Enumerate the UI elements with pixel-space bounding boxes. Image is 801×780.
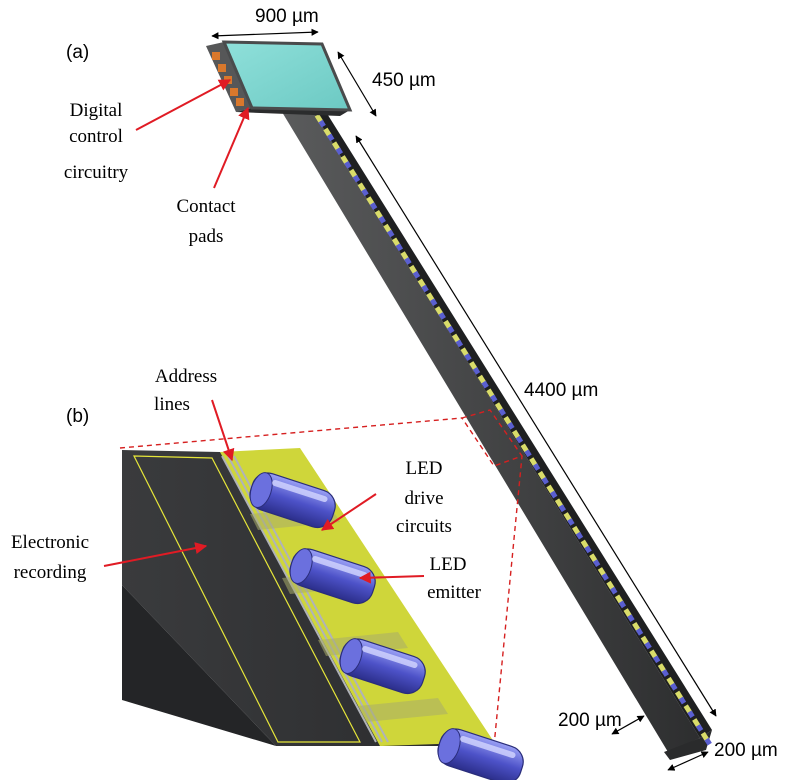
svg-text:recording: recording xyxy=(14,562,87,583)
shank-led-pad xyxy=(700,731,712,746)
label-contact-pads: Contact pads xyxy=(176,196,236,247)
recording-electrode-trace xyxy=(133,455,361,743)
shank-width-dimension: 200 µm xyxy=(558,710,622,731)
shank-led-pad xyxy=(314,113,326,128)
svg-text:circuitry: circuitry xyxy=(64,162,129,183)
svg-text:LED: LED xyxy=(406,458,443,479)
svg-text:circuits: circuits xyxy=(396,516,452,537)
svg-text:Contact: Contact xyxy=(176,196,236,217)
shank-led-pad xyxy=(331,141,343,156)
svg-text:Address: Address xyxy=(155,366,217,387)
label-address-lines: Address lines xyxy=(154,366,217,415)
label-led-emitter: LED emitter xyxy=(427,554,481,603)
svg-text:Electronic: Electronic xyxy=(11,532,89,553)
shank-led-pad xyxy=(692,718,704,732)
panel-b-label: (b) xyxy=(66,406,89,427)
panel-a-label: (a) xyxy=(66,42,89,63)
svg-text:emitter: emitter xyxy=(427,582,481,603)
depth-dimension: 450 µm xyxy=(372,70,436,91)
svg-text:pads: pads xyxy=(189,226,224,247)
svg-text:lines: lines xyxy=(154,394,190,415)
led-emitter-capsule xyxy=(339,638,426,695)
led-emitter-capsule xyxy=(437,728,524,780)
label-digital-control: Digital control circuitry xyxy=(64,100,129,183)
svg-text:drive: drive xyxy=(404,488,443,509)
length-dimension: 4400 µm xyxy=(524,380,598,401)
shank-led-pad xyxy=(323,127,335,142)
dimension-arrows xyxy=(211,28,717,771)
svg-text:LED: LED xyxy=(430,554,467,575)
shank-thickness-dimension: 200 µm xyxy=(714,740,778,761)
annotation-arrows xyxy=(103,79,425,584)
width-dimension: 900 µm xyxy=(255,6,319,27)
shank-led-pad xyxy=(340,155,352,169)
svg-text:Digital: Digital xyxy=(70,100,123,121)
led-emitters xyxy=(249,472,524,780)
label-led-drive: LED drive circuits xyxy=(396,458,452,537)
probe-head xyxy=(206,40,353,116)
svg-text:control: control xyxy=(69,126,123,147)
led-emitter-capsule xyxy=(289,548,376,605)
label-electronic-recording: Electronic recording xyxy=(11,532,89,583)
zoom-outline xyxy=(119,409,524,747)
led-emitter-capsule xyxy=(249,472,336,529)
